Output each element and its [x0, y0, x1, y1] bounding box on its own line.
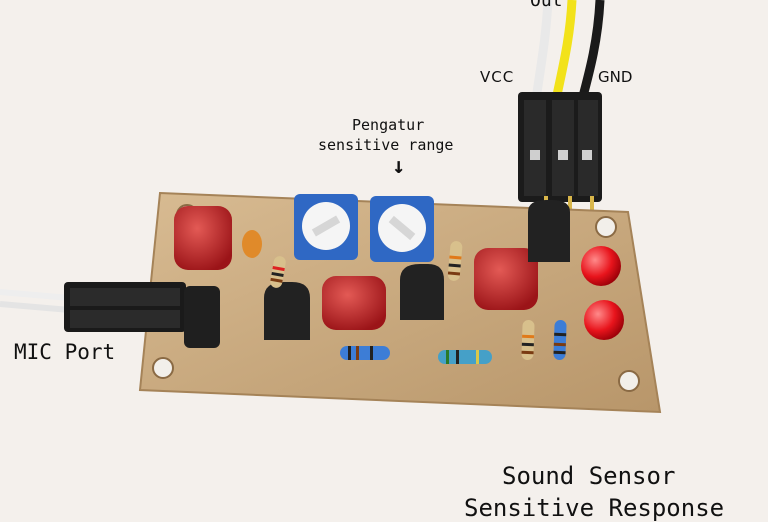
output-wires	[531, 0, 605, 102]
capacitors	[174, 206, 538, 330]
mic-cable	[0, 282, 220, 348]
transistors	[264, 200, 570, 340]
mic-port-label: MIC Port	[14, 340, 116, 364]
out-label: Out	[530, 0, 563, 11]
down-arrow-icon: ↓	[392, 154, 406, 179]
sensitive-range-label: sensitive range	[318, 136, 454, 154]
gnd-label: GND	[598, 68, 633, 86]
pengatur-label: Pengatur	[352, 116, 425, 134]
vcc-label: VCC	[480, 68, 515, 86]
title-line-1: Sound Sensor	[502, 462, 676, 490]
resistors	[270, 241, 567, 364]
title-line-2: Sensitive Response	[464, 494, 725, 522]
header-connector	[518, 92, 602, 216]
trimpots	[294, 194, 434, 262]
red-leds	[581, 246, 624, 340]
